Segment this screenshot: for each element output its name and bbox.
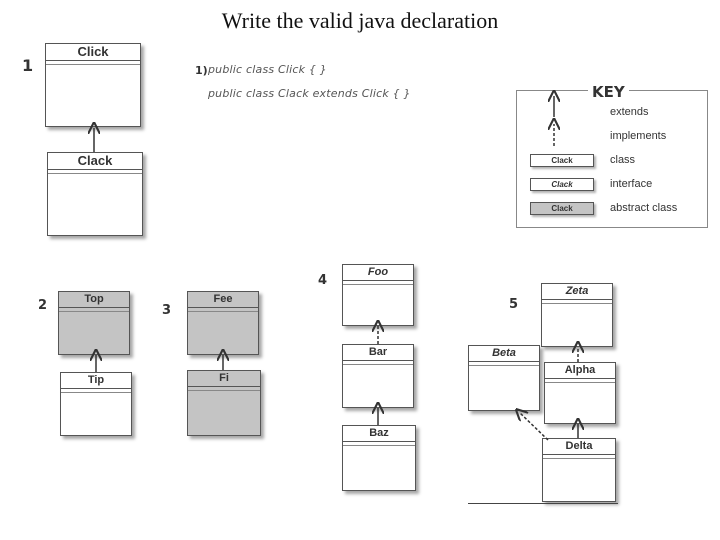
- key-title: KEY: [588, 83, 629, 101]
- diagram-number-1: 1: [22, 56, 34, 75]
- field-separator: [48, 170, 142, 174]
- key-swatch-interface: Clack: [530, 178, 594, 191]
- diagram-number-2: 2: [38, 298, 48, 313]
- field-separator: [343, 442, 415, 446]
- class-name-delta: Delta: [543, 439, 615, 455]
- field-separator: [46, 61, 140, 65]
- interface-box-beta: Beta: [468, 345, 540, 411]
- diagram-number-3: 3: [162, 303, 172, 318]
- field-separator: [343, 281, 413, 285]
- baseline-rule: [468, 503, 618, 504]
- class-name-alpha: Alpha: [545, 363, 615, 379]
- class-box-top: Top: [58, 291, 130, 355]
- key-label-interface: interface: [610, 178, 653, 190]
- class-box-baz: Baz: [342, 425, 416, 491]
- interface-box-foo: Foo: [342, 264, 414, 326]
- answer-line-2: public class Clack extends Click { }: [208, 87, 411, 100]
- field-separator: [188, 308, 258, 312]
- field-separator: [545, 379, 615, 383]
- interface-name-foo: Foo: [343, 265, 413, 281]
- field-separator: [188, 387, 260, 391]
- class-box-click: Click: [45, 43, 141, 127]
- class-name-top: Top: [59, 292, 129, 308]
- key-label-extends: extends: [610, 106, 649, 118]
- class-box-bar: Bar: [342, 344, 414, 408]
- class-box-tip: Tip: [60, 372, 132, 436]
- interface-name-zeta: Zeta: [542, 284, 612, 300]
- class-name-tip: Tip: [61, 373, 131, 389]
- class-box-clack: Clack: [47, 152, 143, 236]
- diagram-number-4: 4: [318, 273, 328, 288]
- class-name-clack: Clack: [48, 153, 142, 170]
- key-label-class: class: [610, 154, 636, 166]
- answer-number: 1): [195, 64, 208, 77]
- class-name-baz: Baz: [343, 426, 415, 442]
- page-title: Write the valid java declaration: [221, 8, 499, 33]
- field-separator: [61, 389, 131, 393]
- field-separator: [542, 300, 612, 304]
- class-name-click: Click: [46, 44, 140, 61]
- answer-line-1: public class Click { }: [208, 63, 327, 76]
- key-swatch-abstract: Clack: [530, 202, 594, 215]
- class-name-fi: Fi: [188, 371, 260, 387]
- class-box-fi: Fi: [187, 370, 261, 436]
- key-label-abstract-class: abstract class: [610, 202, 678, 214]
- class-box-alpha: Alpha: [544, 362, 616, 424]
- class-name-fee: Fee: [188, 292, 258, 308]
- interface-name-beta: Beta: [469, 346, 539, 362]
- class-box-delta: Delta: [542, 438, 616, 502]
- diagram-number-5: 5: [509, 297, 519, 312]
- field-separator: [543, 455, 615, 459]
- class-box-fee: Fee: [187, 291, 259, 355]
- field-separator: [343, 361, 413, 365]
- key-label-implements: implements: [610, 130, 667, 142]
- interface-box-zeta: Zeta: [541, 283, 613, 347]
- field-separator: [469, 362, 539, 366]
- key-swatch-class: Clack: [530, 154, 594, 167]
- class-name-bar: Bar: [343, 345, 413, 361]
- field-separator: [59, 308, 129, 312]
